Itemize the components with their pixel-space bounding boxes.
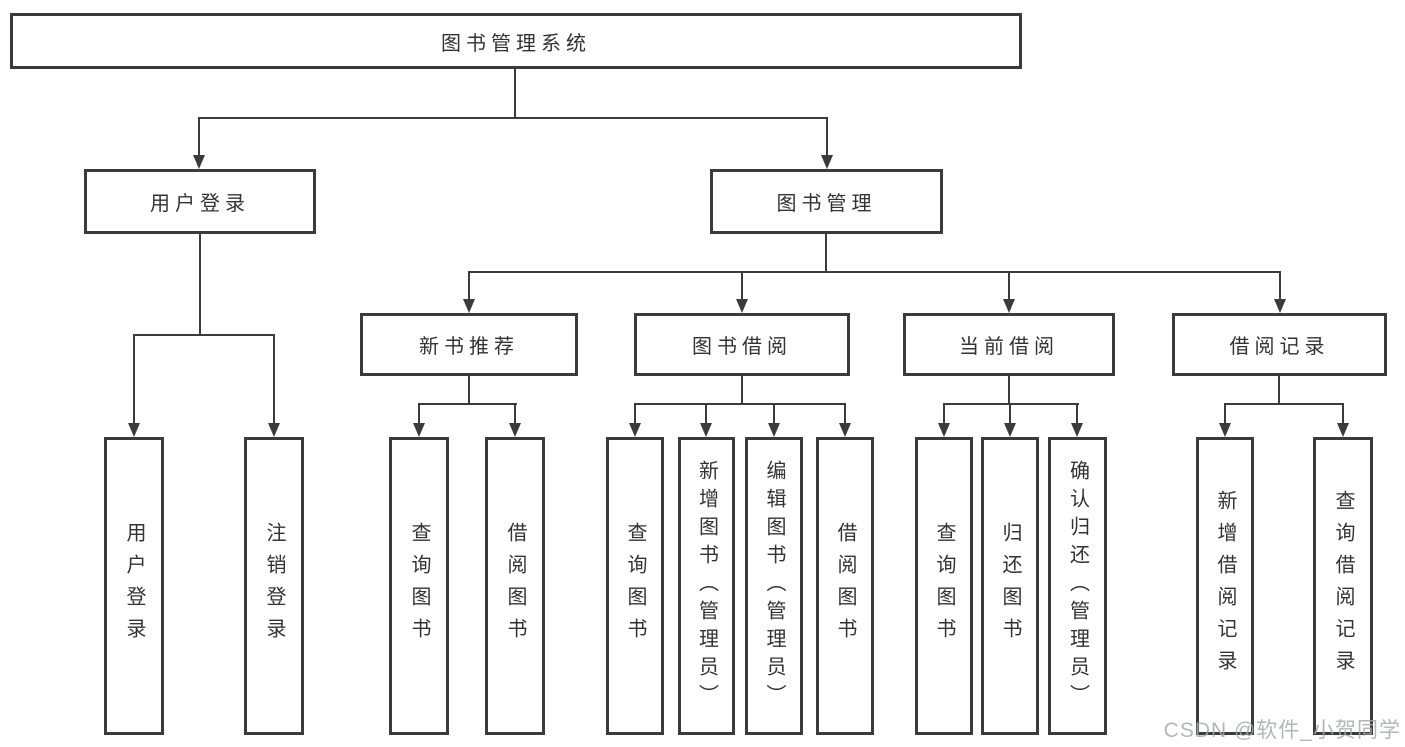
connector-line xyxy=(1342,403,1344,424)
leaf-logout: 注销登录 xyxy=(244,437,304,735)
node-label: 图书借阅 xyxy=(692,336,792,358)
node-label: 图书管理 xyxy=(776,193,877,215)
connector-line xyxy=(468,271,470,299)
node-borrowing-records: 借阅记录 xyxy=(1172,313,1387,376)
node-new-book-recommend: 新书推荐 xyxy=(360,313,578,376)
connector-line xyxy=(1008,376,1010,405)
leaf-edit-books-admin: 编辑图书（管理员） xyxy=(745,437,803,735)
leaf-confirm-return-admin: 确认归还（管理员） xyxy=(1048,437,1107,735)
connector-line xyxy=(1279,271,1281,299)
arrowhead-down-icon xyxy=(193,155,205,169)
node-label: 归还图书 xyxy=(999,522,1021,650)
arrowhead-down-icon xyxy=(768,423,780,437)
leaf-query-borrow-record: 查询借阅记录 xyxy=(1313,437,1373,735)
node-label: 新增借阅记录 xyxy=(1214,490,1236,682)
node-label: 新增图书（管理员） xyxy=(695,460,718,712)
connector-line xyxy=(418,403,420,424)
node-label: 当前借阅 xyxy=(959,336,1059,358)
arrowhead-down-icon xyxy=(1003,299,1015,313)
node-label: 查询借阅记录 xyxy=(1332,490,1354,682)
connector-line xyxy=(199,233,201,335)
arrowhead-down-icon xyxy=(938,423,950,437)
node-label: 注销登录 xyxy=(263,522,285,650)
connector-line xyxy=(943,403,1079,405)
node-label: 查询图书 xyxy=(933,522,955,650)
connector-line xyxy=(773,403,775,424)
connector-line xyxy=(198,117,200,156)
arrowhead-down-icon xyxy=(821,155,833,169)
node-label: 用户登录 xyxy=(123,522,145,650)
connector-line xyxy=(705,403,707,424)
connector-line xyxy=(514,403,516,424)
connector-line xyxy=(1008,271,1010,299)
csdn-watermark: CSDN @软件_小贺同学 xyxy=(1163,719,1401,742)
connector-line xyxy=(943,403,945,424)
connector-line xyxy=(825,233,827,273)
node-book-management: 图书管理 xyxy=(710,169,943,234)
connector-line xyxy=(468,271,1281,273)
node-label: 借阅图书 xyxy=(504,522,526,650)
arrowhead-down-icon xyxy=(463,299,475,313)
node-label: 借阅图书 xyxy=(834,522,856,650)
node-label: 编辑图书（管理员） xyxy=(763,460,785,712)
node-current-borrowing: 当前借阅 xyxy=(903,313,1115,376)
node-book-borrowing: 图书借阅 xyxy=(634,313,850,376)
connector-line xyxy=(1224,403,1344,405)
arrowhead-down-icon xyxy=(413,423,425,437)
connector-line xyxy=(133,334,135,424)
connector-line xyxy=(634,403,636,424)
connector-line xyxy=(133,334,275,336)
connector-line xyxy=(844,403,846,424)
leaf-add-books-admin: 新增图书（管理员） xyxy=(678,437,735,735)
arrowhead-down-icon xyxy=(736,299,748,313)
leaf-query-books: 查询图书 xyxy=(606,437,664,735)
connector-line xyxy=(514,69,516,118)
node-label: 图书管理系统 xyxy=(441,32,591,55)
connector-line xyxy=(468,376,470,405)
node-label: 借阅记录 xyxy=(1229,336,1330,358)
connector-line xyxy=(418,403,517,405)
arrowhead-down-icon xyxy=(1337,423,1349,437)
node-user-login: 用户登录 xyxy=(84,169,316,234)
connector-line xyxy=(1224,403,1226,424)
connector-line xyxy=(273,334,275,424)
node-label: 确认归还（管理员） xyxy=(1066,460,1089,712)
leaf-borrow-books: 借阅图书 xyxy=(485,437,545,735)
arrowhead-down-icon xyxy=(128,423,140,437)
connector-line xyxy=(826,117,828,156)
leaf-query-books: 查询图书 xyxy=(915,437,973,735)
node-label: 查询图书 xyxy=(408,522,430,650)
arrowhead-down-icon xyxy=(509,423,521,437)
arrowhead-down-icon xyxy=(1071,423,1083,437)
connector-line xyxy=(1278,376,1280,405)
leaf-return-books: 归还图书 xyxy=(981,437,1039,735)
leaf-borrow-books: 借阅图书 xyxy=(816,437,874,735)
leaf-add-borrow-record: 新增借阅记录 xyxy=(1196,437,1254,735)
arrowhead-down-icon xyxy=(700,423,712,437)
arrowhead-down-icon xyxy=(629,423,641,437)
connector-line xyxy=(1009,403,1011,424)
connector-line xyxy=(741,376,743,405)
arrowhead-down-icon xyxy=(1219,423,1231,437)
connector-line xyxy=(741,271,743,299)
arrowhead-down-icon xyxy=(839,423,851,437)
leaf-query-books: 查询图书 xyxy=(389,437,449,735)
arrowhead-down-icon xyxy=(268,423,280,437)
node-library-management-system: 图书管理系统 xyxy=(10,13,1022,69)
connector-line xyxy=(198,117,828,119)
connector-line xyxy=(634,403,846,405)
arrowhead-down-icon xyxy=(1004,423,1016,437)
node-label: 查询图书 xyxy=(624,522,646,650)
leaf-user-login: 用户登录 xyxy=(104,437,164,735)
node-label: 新书推荐 xyxy=(419,336,519,358)
arrowhead-down-icon xyxy=(1274,299,1286,313)
node-label: 用户登录 xyxy=(150,193,250,215)
connector-line xyxy=(1076,403,1078,424)
